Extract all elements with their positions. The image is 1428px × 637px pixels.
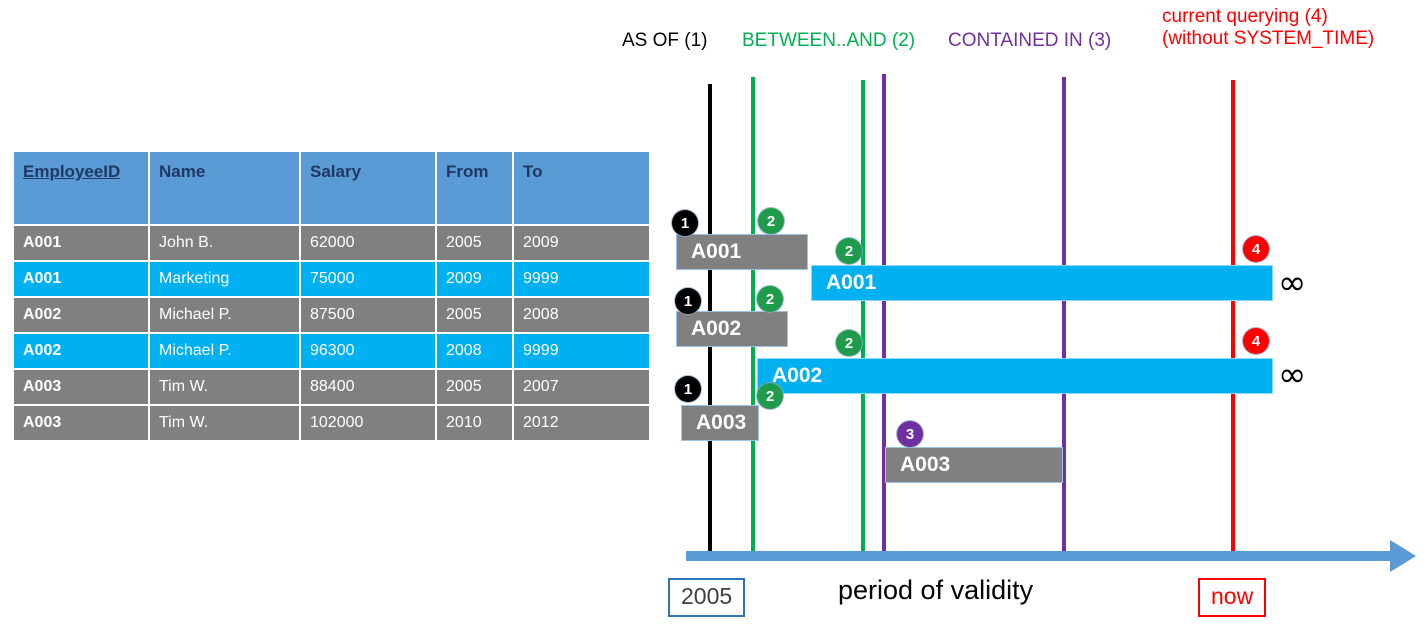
badge-between-a002: 2: [757, 286, 783, 312]
cell-salary: 96300: [301, 334, 435, 368]
cell-employee-id: A003: [14, 406, 148, 440]
validity-bar-a002-historic: A002: [676, 311, 788, 347]
table-row: A002 Michael P. 87500 2005 2008: [14, 298, 649, 332]
cell-to: 2009: [514, 226, 649, 260]
cell-to: 2012: [514, 406, 649, 440]
cell-from: 2010: [437, 406, 512, 440]
cell-name: Marketing: [150, 262, 299, 296]
cell-from: 2005: [437, 226, 512, 260]
legend-current-querying: current querying (4) (without SYSTEM_TIM…: [1162, 6, 1374, 51]
column-header-to: To: [514, 152, 649, 224]
cell-name: Tim W.: [150, 370, 299, 404]
badge-between-a003: 2: [757, 383, 783, 409]
badge-as-of-a001: 1: [672, 210, 698, 236]
cell-employee-id: A001: [14, 262, 148, 296]
column-header-employee-id: EmployeeID: [14, 152, 148, 224]
legend-current-querying-line2: (without SYSTEM_TIME): [1162, 28, 1375, 50]
legend-current-querying-line1: current querying (4): [1162, 6, 1328, 27]
cell-employee-id: A003: [14, 370, 148, 404]
cell-name: Michael P.: [150, 334, 299, 368]
table-row: A001 Marketing 75000 2009 9999: [14, 262, 649, 296]
cell-from: 2005: [437, 298, 512, 332]
timeline-start-label: 2005: [668, 578, 746, 617]
legend-contained-in: CONTAINED IN (3): [948, 30, 1112, 51]
employee-history-table: EmployeeID Name Salary From To A001 John…: [12, 150, 651, 442]
cell-employee-id: A002: [14, 334, 148, 368]
badge-now-a001: 4: [1243, 236, 1269, 262]
query-line-between-end: [861, 80, 865, 558]
table-row: A003 Tim W. 102000 2010 2012: [14, 406, 649, 440]
table-row: A002 Michael P. 96300 2008 9999: [14, 334, 649, 368]
validity-bar-a003-later: A003: [885, 447, 1063, 483]
column-header-from: From: [437, 152, 512, 224]
legend-between-and: BETWEEN..AND (2): [742, 30, 916, 51]
badge-between-a001-current: 2: [836, 238, 862, 264]
cell-to: 9999: [514, 262, 649, 296]
cell-name: Tim W.: [150, 406, 299, 440]
cell-salary: 88400: [301, 370, 435, 404]
cell-salary: 102000: [301, 406, 435, 440]
cell-from: 2009: [437, 262, 512, 296]
timeline-axis: [686, 551, 1396, 561]
cell-name: John B.: [150, 226, 299, 260]
validity-bar-a002-current: A002: [757, 358, 1273, 394]
validity-bar-a001-historic: A001: [676, 234, 808, 270]
cell-to: 9999: [514, 334, 649, 368]
timeline-arrow-icon: [1390, 540, 1416, 572]
query-line-contained-start: [882, 74, 886, 558]
query-line-contained-end: [1062, 77, 1066, 558]
cell-salary: 62000: [301, 226, 435, 260]
cell-to: 2007: [514, 370, 649, 404]
cell-name: Michael P.: [150, 298, 299, 332]
infinity-icon: ∞: [1278, 355, 1307, 395]
cell-from: 2008: [437, 334, 512, 368]
query-line-now: [1231, 80, 1235, 558]
validity-bar-a001-current: A001: [811, 265, 1273, 301]
timeline-caption: period of validity: [838, 575, 1034, 605]
timeline-now-label: now: [1198, 578, 1267, 617]
badge-contained-a003: 3: [897, 421, 923, 447]
legend-as-of: AS OF (1): [622, 30, 708, 51]
cell-salary: 75000: [301, 262, 435, 296]
cell-from: 2005: [437, 370, 512, 404]
column-header-salary: Salary: [301, 152, 435, 224]
badge-now-a002: 4: [1243, 328, 1269, 354]
badge-as-of-a003: 1: [675, 376, 701, 402]
cell-employee-id: A001: [14, 226, 148, 260]
badge-as-of-a002: 1: [675, 288, 701, 314]
table-row: A001 John B. 62000 2005 2009: [14, 226, 649, 260]
cell-employee-id: A002: [14, 298, 148, 332]
cell-salary: 87500: [301, 298, 435, 332]
cell-to: 2008: [514, 298, 649, 332]
badge-between-a001: 2: [758, 208, 784, 234]
badge-between-a002-current: 2: [836, 330, 862, 356]
column-header-name: Name: [150, 152, 299, 224]
table-row: A003 Tim W. 88400 2005 2007: [14, 370, 649, 404]
validity-bar-a003-historic: A003: [681, 405, 759, 441]
infinity-icon: ∞: [1278, 263, 1307, 303]
table-header-row: EmployeeID Name Salary From To: [14, 152, 649, 224]
